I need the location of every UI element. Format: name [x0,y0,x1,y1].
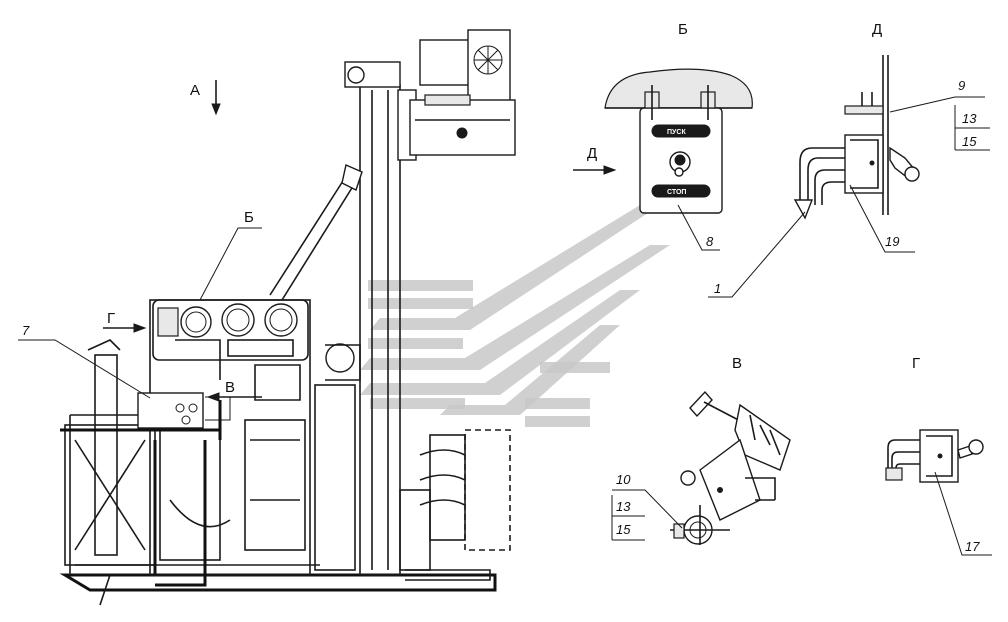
switch-detail-g [885,429,984,483]
view-b-leader [199,227,262,301]
logo-watermark [360,205,670,427]
callout-9: 9 [958,78,965,93]
callout-7-leader [18,339,151,399]
callout-17-leader [934,471,992,556]
view-g-title: Г [912,355,920,372]
callout-19-leader [849,184,915,253]
callout-13-15-v-frame [611,495,645,541]
callout-17: 17 [965,539,980,554]
view-v-arrowhead [206,392,220,402]
view-v-label-main: В [225,379,235,396]
callout-10: 10 [616,472,631,487]
view-b-label-main: Б [244,209,254,226]
view-d-arrowhead [603,165,617,175]
stop-label: СТОП [667,189,686,196]
callout-1-leader [708,211,806,298]
view-d-title: Д [872,21,882,38]
callout-15-v: 15 [616,522,631,537]
start-plate [651,124,711,138]
callout-1: 1 [714,281,721,296]
start-label: ПУСК [667,129,686,136]
view-g-arrowhead [133,323,147,333]
machine-frame [59,299,497,606]
callout-13-v: 13 [616,499,631,514]
callout-8: 8 [706,234,714,249]
callout-13-15-d-frame [954,105,990,151]
view-d-label-arrow: Д [587,145,597,162]
callout-13-d: 13 [962,111,977,126]
lever-detail-v [670,390,791,545]
callout-15-d: 15 [962,134,977,149]
view-a-label: А [190,82,200,99]
view-g-label-main: Г [107,310,115,327]
callout-19: 19 [885,234,899,249]
view-b-title: Б [678,21,688,38]
mast [269,29,516,581]
panel-detail-d [793,55,920,220]
callout-10-leader [612,489,683,529]
view-v-title: В [732,355,742,372]
stop-plate [651,184,711,198]
callout-8-leader [677,204,720,251]
callout-7: 7 [22,323,30,338]
callout-9-leader [889,96,985,113]
panel-detail-b: ПУСК СТОП [604,68,753,214]
view-a-arrowhead [211,103,221,116]
